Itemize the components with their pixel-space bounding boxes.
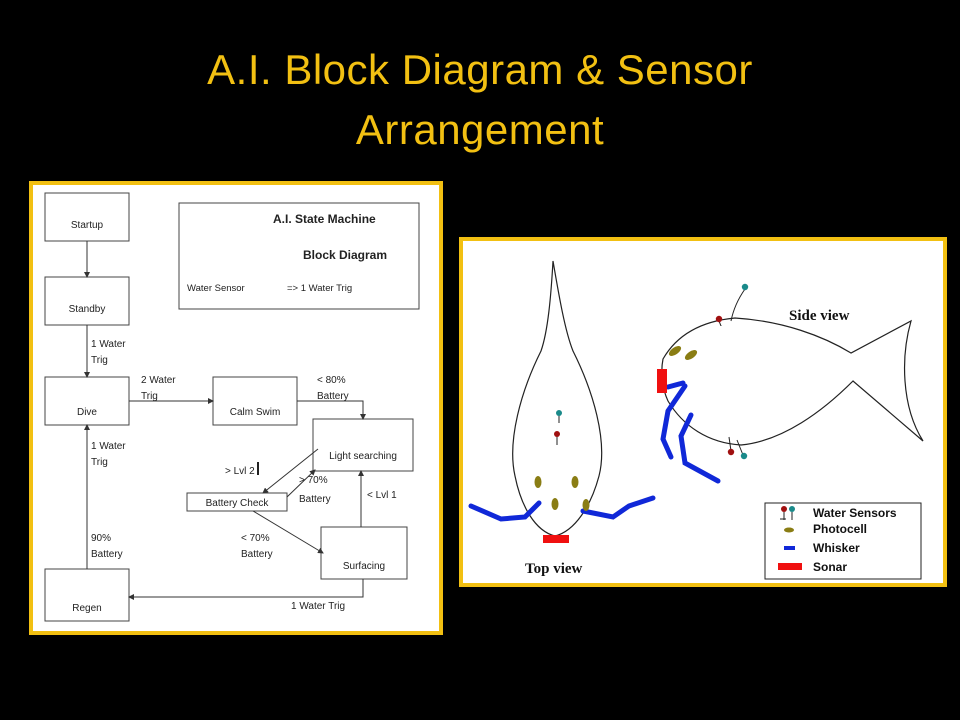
state-dive-label: Dive [77, 407, 97, 418]
side-view-water-sensors [718, 288, 746, 456]
state-light-searching-label: Light searching [329, 451, 397, 462]
legend-entry-right: => 1 Water Trig [287, 283, 352, 294]
top-view-photocell-3 [551, 498, 559, 510]
state-light-searching-box [312, 418, 414, 472]
side-view-photocell-1 [668, 346, 682, 356]
state-calm-swim-label: Calm Swim [230, 407, 281, 418]
legend-label-water-sensors: Water Sensors [813, 506, 897, 520]
top-view-photocell-1 [534, 476, 542, 488]
side-view-sonar [657, 369, 667, 393]
legend-label-photocell: Photocell [813, 522, 867, 536]
edge-calm-light [297, 400, 366, 420]
side-view-fish-outline [661, 317, 924, 446]
side-view-whisker-2 [678, 412, 721, 484]
label-light-battery: > Lvl 2 [225, 466, 255, 477]
side-view-whisker-1 [660, 383, 688, 460]
side-view-sensor-red-bottom [727, 448, 735, 456]
label-dive-calm-1: 2 Water [141, 375, 176, 386]
label-dive-up-1: 1 Water [91, 441, 126, 452]
legend-label-sonar: Sonar [813, 560, 847, 574]
edge-light-battery [262, 448, 319, 494]
state-startup-box [44, 192, 130, 242]
top-view-fish-outline [512, 260, 603, 537]
legend-title-2: Block Diagram [303, 248, 387, 262]
legend-label-whisker: Whisker [813, 541, 860, 555]
legend-water-sensor-icon [780, 506, 795, 520]
label-regen-dive-1: 90% [91, 533, 111, 544]
state-battery-check-label: Battery Check [206, 498, 270, 509]
label-battery-surfacing-1: < 70% [241, 533, 270, 544]
label-standby-dive-2: Trig [91, 355, 108, 366]
legend-whisker-icon [784, 546, 795, 550]
label-calm-light-2: Battery [317, 391, 349, 402]
side-view-sensor-teal-bottom [740, 452, 748, 460]
top-view-sonar [543, 535, 569, 543]
label-battery-light-1: > 70% [299, 475, 328, 486]
side-view-photocell-2 [684, 350, 698, 360]
label-standby-dive-1: 1 Water [91, 339, 126, 350]
top-view-whisker-right [580, 495, 656, 520]
top-view-water-sensors [554, 410, 562, 445]
sensor-arrangement-panel: Top view Side view [459, 237, 947, 587]
state-startup-label: Startup [71, 220, 104, 231]
sensor-arrangement-diagram: Top view Side view [468, 260, 924, 580]
label-calm-light-1: < 80% [317, 375, 346, 386]
state-regen-label: Regen [72, 603, 101, 614]
slide-title: A.I. Block Diagram & Sensor Arrangement [0, 40, 960, 160]
legend-sonar-icon [778, 563, 802, 570]
label-dive-calm-2: Trig [141, 391, 158, 402]
label-surfacing-regen: 1 Water Trig [291, 601, 345, 612]
state-standby-box [44, 276, 130, 326]
label-surfacing-light: < Lvl 1 [367, 490, 397, 501]
edge-battery-surfacing [252, 510, 324, 554]
side-view-label: Side view [789, 308, 850, 324]
edge-battery-light [286, 469, 316, 498]
side-view-whisker-3 [665, 380, 686, 390]
label-battery-surfacing-2: Battery [241, 549, 273, 560]
top-view-photocell-2 [571, 476, 579, 488]
state-machine-panel: Startup Standby Dive Calm Swim Light sea… [29, 181, 443, 635]
state-surfacing-label: Surfacing [343, 561, 385, 572]
label-dive-up-2: Trig [91, 457, 108, 468]
slide-title-line2: Arrangement [355, 106, 605, 153]
state-battery-check-box [186, 492, 288, 512]
state-standby-label: Standby [69, 304, 106, 315]
top-view-photocell-4 [582, 499, 590, 511]
label-battery-light-2: Battery [299, 494, 331, 505]
top-view-whisker-left [468, 500, 542, 522]
legend-box [178, 202, 420, 310]
label-regen-dive-2: Battery [91, 549, 123, 560]
side-view-sensor-red-top [715, 315, 723, 323]
state-machine-diagram: Startup Standby Dive Calm Swim Light sea… [44, 192, 420, 622]
legend-title-1: A.I. State Machine [273, 212, 376, 226]
legend-photocell-icon [784, 527, 794, 533]
top-view-label: Top view [525, 561, 583, 577]
side-view-sensor-teal-top [741, 283, 749, 291]
legend-entry-left: Water Sensor [187, 283, 245, 294]
slide-title-line1: A.I. Block Diagram & Sensor [207, 46, 753, 93]
edge-surfacing-regen [128, 579, 364, 600]
